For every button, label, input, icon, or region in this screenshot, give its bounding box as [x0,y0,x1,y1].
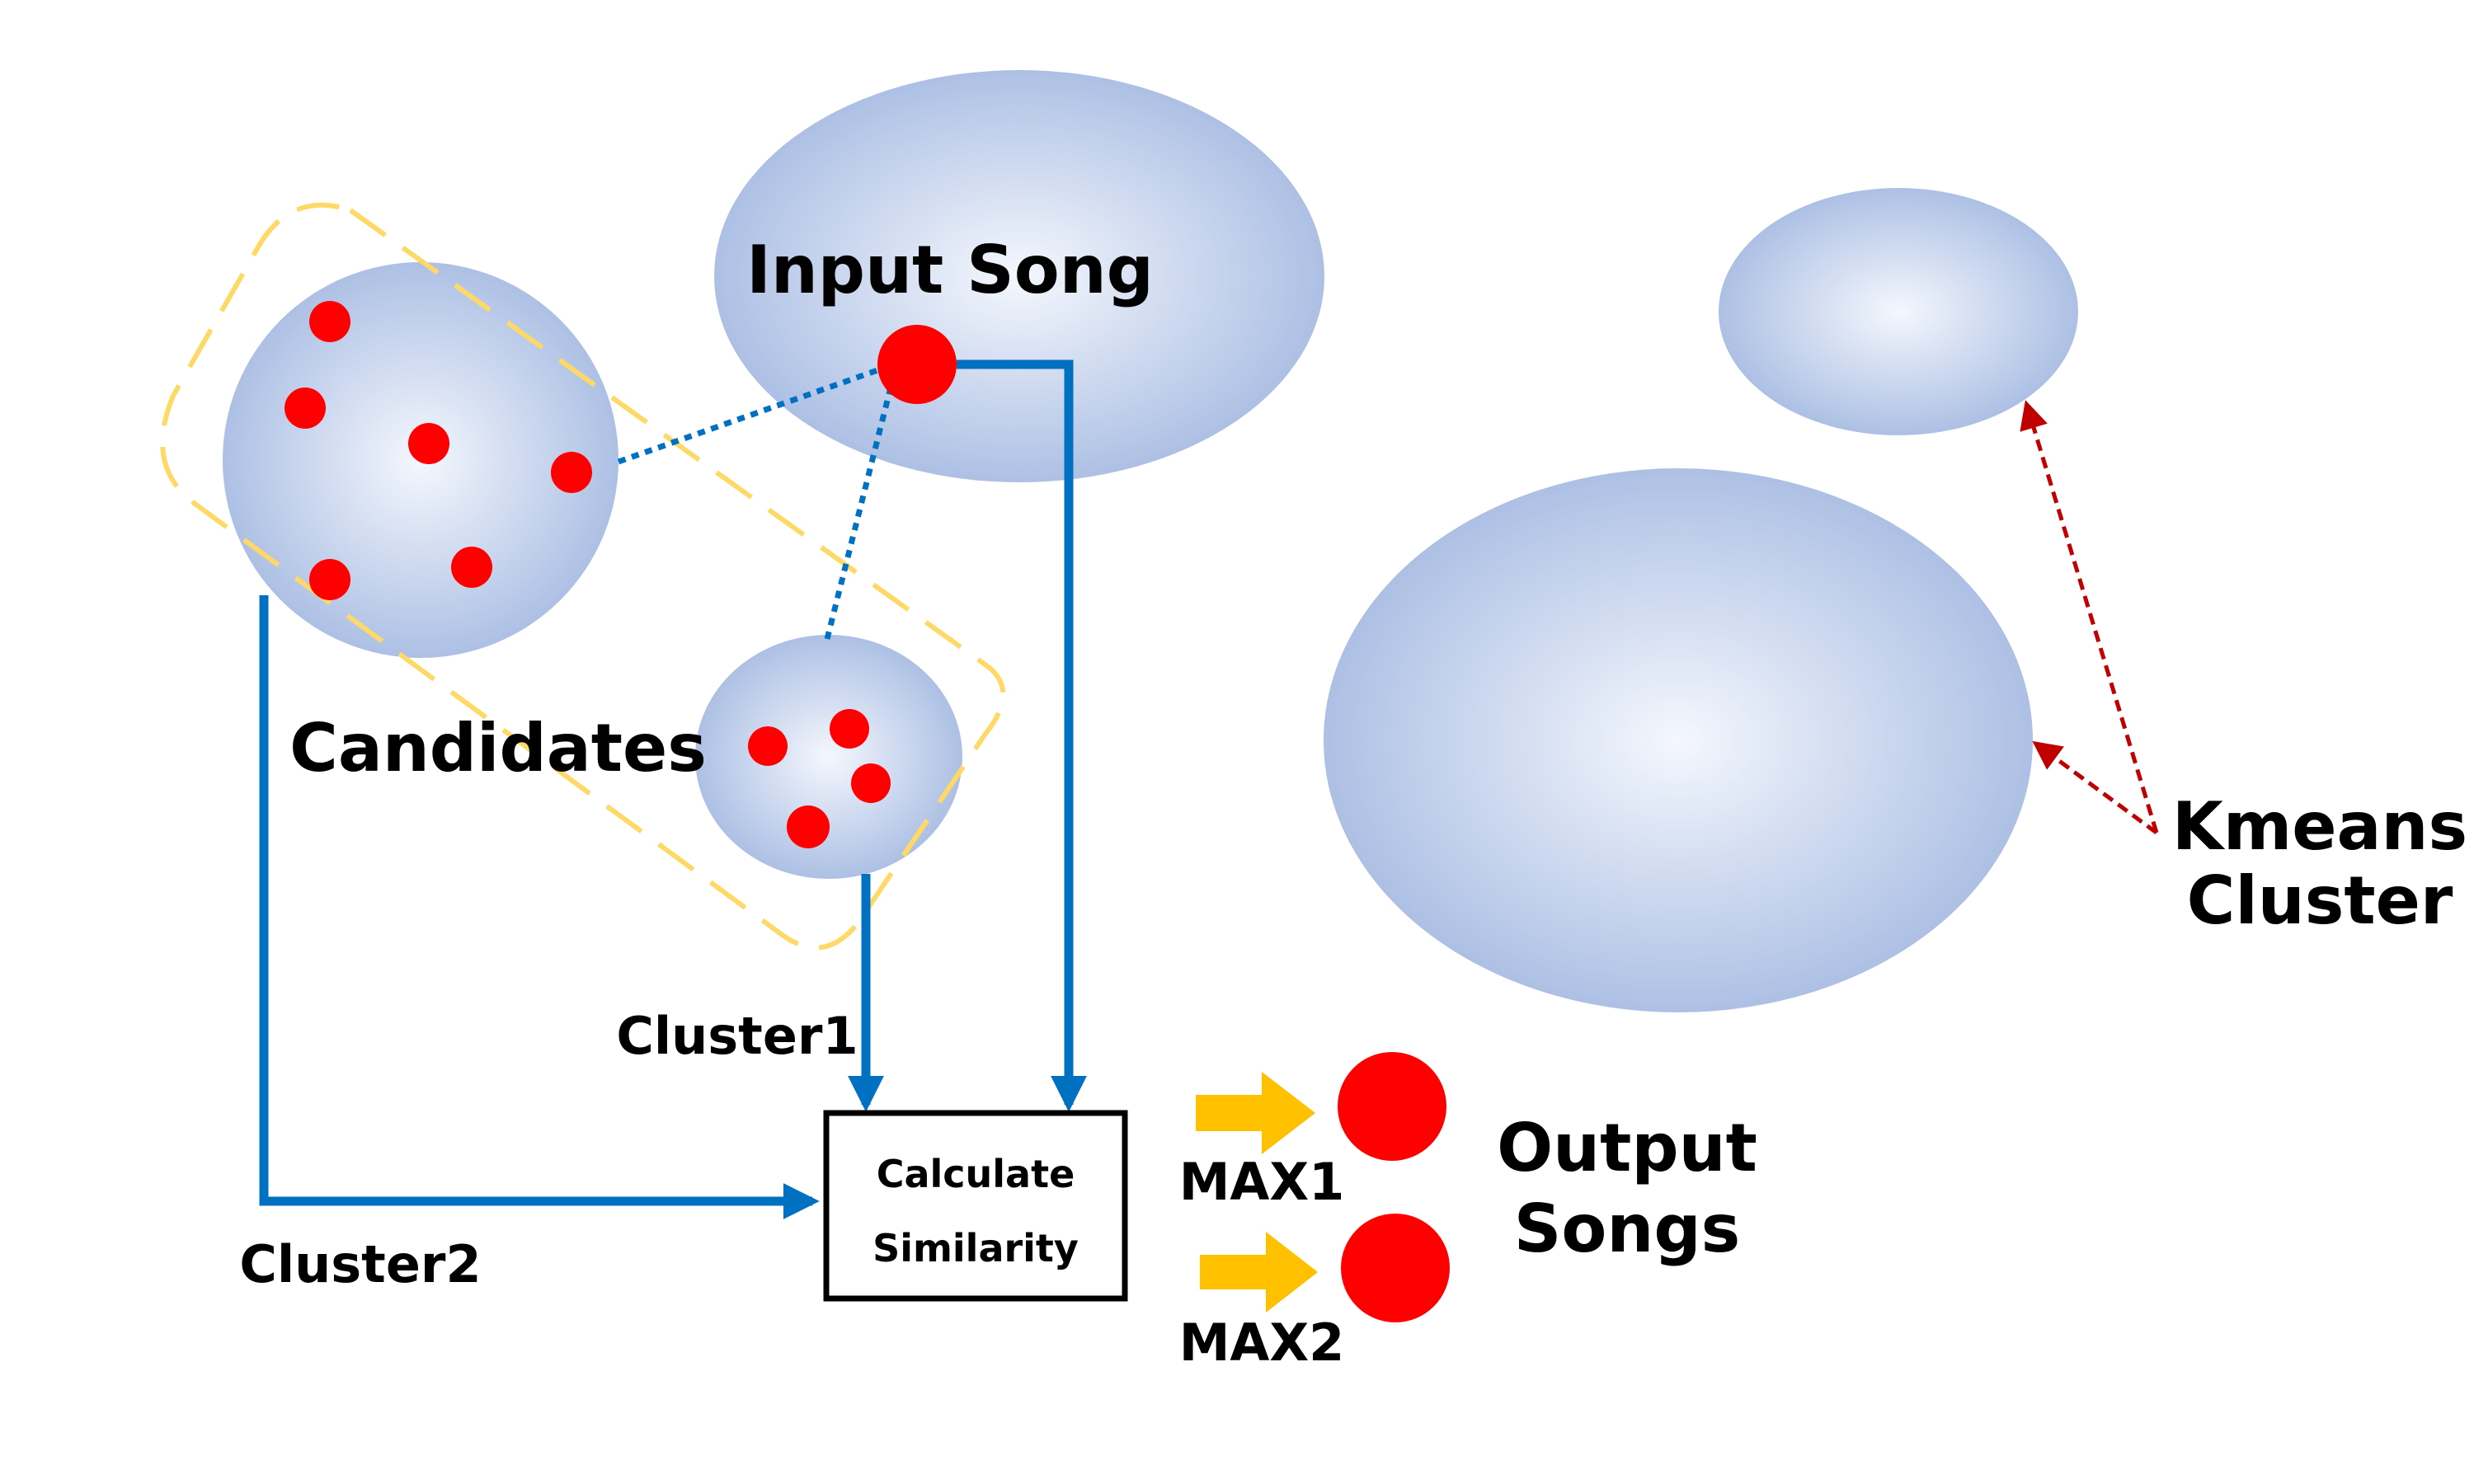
flow-arrow-input [957,359,1087,1112]
input-song-dot [877,325,957,404]
max1-arrow [1196,1072,1315,1154]
cluster2-label: Cluster2 [239,1234,481,1294]
candidates-label: Candidates [289,710,707,787]
dotted-link-cluster1 [824,387,894,640]
kmeans-label-line1: Kmeans [2172,788,2467,865]
output-label-line1: Output [1497,1110,1757,1186]
input-song-cluster [714,70,1324,482]
kmeans-label-line2: Cluster [2187,862,2453,939]
flow-arrow-cluster2 [259,595,820,1219]
candidates-outline [160,202,1006,951]
kmeans-arrow-small [2020,400,2159,834]
output-song-dot-1 [1338,1052,1446,1161]
output-label-line2: Songs [1514,1190,1740,1267]
input-song-label: Input Song [746,232,1154,308]
calculate-similarity-box [823,1110,1128,1302]
kmeans-arrow-large [2032,740,2158,835]
kmeans-cluster-large [1324,468,2033,1012]
song-dot [309,559,350,600]
calc-label-line1: Calculate [877,1152,1075,1196]
song-dot [285,387,326,429]
song-dot [309,301,350,342]
song-dot [748,726,788,766]
song-dot [408,423,449,464]
dotted-link-cluster2 [617,365,884,465]
max2-label: MAX2 [1179,1313,1345,1373]
calc-label-line2: Similarity [872,1226,1079,1270]
song-dot [551,452,592,493]
cluster1 [695,635,962,879]
song-dot [787,805,830,848]
kmeans-cluster-small [1719,188,2078,435]
max2-arrow [1200,1232,1318,1313]
song-dot [851,763,891,803]
song-dot [830,709,869,749]
song-dot [451,547,492,588]
output-song-dot-2 [1341,1214,1450,1322]
max1-label: MAX1 [1179,1152,1345,1212]
cluster1-label: Cluster1 [616,1006,858,1066]
